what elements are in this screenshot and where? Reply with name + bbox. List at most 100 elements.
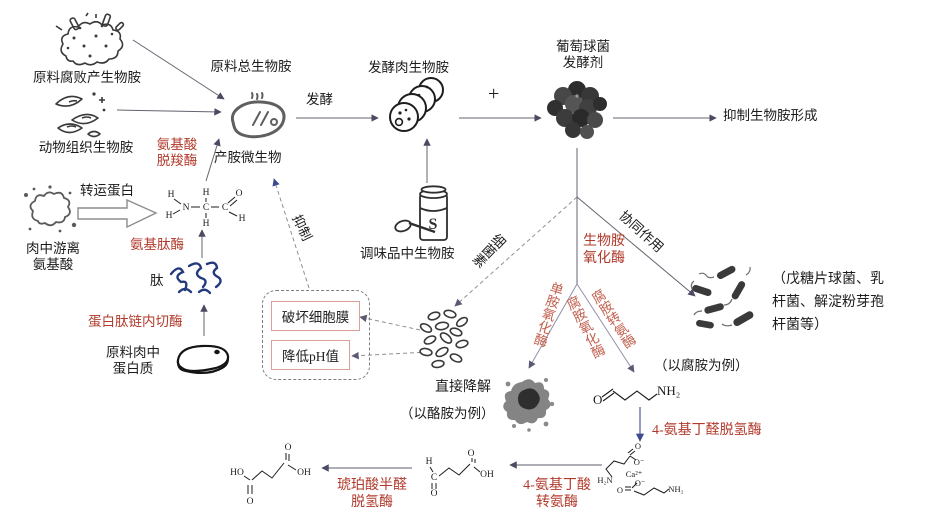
strains-line3: 杆菌等） bbox=[772, 318, 828, 333]
svg-text:O: O bbox=[431, 489, 438, 499]
transport-protein-label: 转运蛋白 bbox=[80, 183, 134, 198]
starter-label: 葡萄球菌 发酵剂 bbox=[543, 39, 623, 71]
spoiled-material-label: 原料腐败产生物胺 bbox=[33, 70, 141, 85]
peptide-label: 肽 bbox=[150, 273, 164, 288]
gaba-calcium-structure: O O⁻ Ca²⁺ H₂N O⁻ O NH₂ bbox=[597, 441, 684, 496]
amine-producer-label: 产胺微生物 bbox=[214, 150, 282, 165]
arrow-ph-dashed bbox=[351, 351, 429, 360]
arrow-tissue-to-total bbox=[116, 108, 222, 116]
svg-text:H₂N: H₂N bbox=[597, 475, 612, 485]
svg-text:C: C bbox=[222, 203, 228, 213]
svg-text:NH₂: NH₂ bbox=[668, 484, 683, 494]
animal-tissue-icon bbox=[55, 92, 106, 138]
svg-text:OH: OH bbox=[297, 468, 311, 478]
fermented-amine-label: 发酵肉生物胺 bbox=[368, 60, 449, 75]
steak-icon bbox=[176, 344, 230, 375]
svg-text:O: O bbox=[617, 485, 623, 495]
mechanism-dashed-box bbox=[262, 290, 370, 380]
aba-transaminase-label: 4-氨基丁酸 转氨酶 bbox=[513, 477, 601, 511]
svg-text:NH₂: NH₂ bbox=[657, 383, 680, 398]
fermentation-label: 发酵 bbox=[306, 92, 333, 107]
svg-text:OH: OH bbox=[480, 470, 494, 480]
svg-text:O: O bbox=[285, 443, 292, 453]
svg-text:C: C bbox=[203, 203, 209, 213]
ssa-dehydrogenase-line2: 脱氢酶 bbox=[351, 495, 393, 510]
ba-oxidase-line2: 氧化酶 bbox=[583, 251, 625, 266]
arrow-spoiled-to-total bbox=[132, 39, 225, 100]
destroy-membrane-box: 破坏细胞膜 bbox=[271, 301, 360, 331]
destroy-membrane-label: 破坏细胞膜 bbox=[281, 310, 350, 325]
arrow-branch-mao bbox=[528, 283, 578, 369]
lower-ph-label: 降低pH值 bbox=[282, 349, 339, 364]
arrow-bacteriocin-dashed bbox=[454, 196, 578, 307]
ssa-dehydrogenase-label: 琥珀酸半醛 脱氢酶 bbox=[326, 477, 418, 511]
svg-text:O: O bbox=[247, 497, 254, 507]
amine-microbe-icon bbox=[230, 92, 286, 139]
degraded-amine-blob-icon bbox=[503, 378, 555, 432]
ba-oxidase-label: 生物胺 氧化酶 bbox=[578, 233, 630, 267]
svg-text:O⁻: O⁻ bbox=[635, 478, 646, 488]
decarboxylase-label: 氨基酸 脱羧酶 bbox=[150, 137, 204, 169]
inhibit-formation-label: 抑制生物胺形成 bbox=[723, 108, 818, 123]
decarboxylase-line2: 脱羧酶 bbox=[156, 153, 198, 168]
direct-degrade-label: 直接降解 bbox=[435, 380, 491, 395]
starter-line1: 葡萄球菌 bbox=[556, 39, 610, 54]
rod-bacteria-icon bbox=[690, 265, 754, 329]
peptide-scribble-icon bbox=[169, 261, 222, 295]
svg-text:O⁻: O⁻ bbox=[634, 457, 645, 467]
amino-acid-structure: H H N H C H C O H bbox=[166, 188, 246, 229]
raw-meat-protein-label: 原料肉中 蛋白质 bbox=[96, 345, 170, 377]
ba-oxidase-line1: 生物胺 bbox=[583, 234, 625, 249]
free-aa-line1: 肉中游离 bbox=[26, 241, 80, 256]
svg-text:H: H bbox=[203, 219, 210, 229]
free-amino-acid-label: 肉中游离 氨基酸 bbox=[18, 241, 88, 273]
arrow-membrane-dashed bbox=[359, 314, 421, 331]
succinic-acid-structure: HO O O OH bbox=[230, 443, 311, 507]
strains-label: （戊糖片球菌、乳 杆菌、解淀粉芽孢 杆菌等） bbox=[772, 268, 884, 337]
sausage-icon bbox=[389, 77, 444, 132]
lower-ph-box: 降低pH值 bbox=[271, 340, 350, 370]
arrow-synergy bbox=[576, 196, 696, 297]
svg-text:HO: HO bbox=[230, 468, 244, 478]
strains-line2: 杆菌、解淀粉芽孢 bbox=[772, 295, 884, 310]
staphylococcus-icon bbox=[547, 81, 607, 139]
seasoning-jar-icon: S bbox=[394, 185, 448, 241]
plus-sign: + bbox=[488, 83, 500, 105]
endopeptidase-label: 蛋白肽链内切酶 bbox=[88, 314, 183, 329]
free-amino-acid-icon bbox=[24, 185, 77, 233]
svg-text:H: H bbox=[166, 211, 173, 221]
svg-text:Ca²⁺: Ca²⁺ bbox=[626, 469, 642, 479]
aminobutanal-dehydrogenase-label: 4-氨基丁醛脱氢酶 bbox=[652, 423, 762, 438]
bacteria-cluster-icon bbox=[419, 309, 469, 369]
protein-line2: 蛋白质 bbox=[112, 361, 154, 376]
decarboxylase-line1: 氨基酸 bbox=[156, 137, 198, 152]
svg-text:O: O bbox=[468, 449, 475, 459]
svg-text:C: C bbox=[431, 473, 437, 483]
aba-transaminase-line2: 转氨酶 bbox=[536, 495, 578, 510]
arrow-branch-putrescine bbox=[576, 283, 635, 373]
spoiled-material-icon bbox=[55, 12, 125, 66]
free-aa-line2: 氨基酸 bbox=[32, 257, 74, 272]
starter-line2: 发酵剂 bbox=[562, 55, 604, 70]
transport-block-arrow bbox=[77, 198, 158, 229]
total-amine-label: 原料总生物胺 bbox=[210, 59, 292, 74]
arrow-inhibit-dashed bbox=[272, 178, 310, 289]
tyramine-example-label: （以酪胺为例） bbox=[400, 406, 495, 421]
aminopeptidase-label: 氨基肽酶 bbox=[130, 237, 184, 252]
ssa-dehydrogenase-line1: 琥珀酸半醛 bbox=[337, 478, 407, 493]
protein-line1: 原料肉中 bbox=[106, 345, 160, 360]
succinate-semialdehyde-structure: H C O O OH bbox=[426, 449, 494, 499]
seasoning-amine-label: 调味品中生物胺 bbox=[360, 246, 455, 261]
putrescine-example-label: （以腐胺为例） bbox=[654, 358, 749, 373]
aba-transaminase-line1: 4-氨基丁酸 bbox=[523, 478, 591, 493]
svg-text:O: O bbox=[236, 189, 243, 199]
svg-text:O: O bbox=[635, 441, 641, 451]
jar-s-label: S bbox=[429, 216, 438, 233]
svg-text:H: H bbox=[168, 190, 175, 200]
svg-text:H: H bbox=[239, 214, 246, 224]
svg-text:O: O bbox=[593, 392, 602, 407]
strains-line1: （戊糖片球菌、乳 bbox=[772, 272, 884, 287]
svg-text:H: H bbox=[426, 457, 433, 467]
